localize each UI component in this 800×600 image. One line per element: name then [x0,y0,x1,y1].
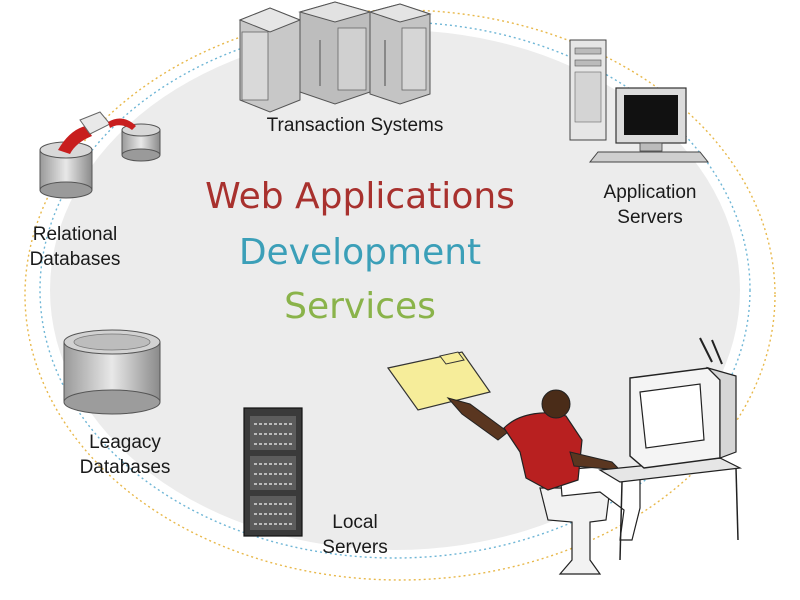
application-server-computer-icon [569,39,710,163]
developer-at-computer-illustration [386,337,743,575]
local-server-rack-icon [243,407,303,537]
relational-databases-icon [39,111,161,199]
label-transaction-systems: Transaction Systems [266,115,444,136]
legacy-database-cylinder-icon [63,329,161,415]
headline-services: Services [284,286,436,327]
label-relational-databases: Relational Databases [29,224,121,270]
mainframe-servers-icon [238,1,432,113]
headline-web-applications: Web Applications [205,176,515,217]
headline-development: Development [238,232,482,273]
label-local-servers: Local Servers [322,512,388,558]
orbit-ring-inner [39,21,751,559]
label-application-servers: Application Servers [603,182,697,228]
label-legacy-databases: Leagacy Databases [79,432,171,478]
